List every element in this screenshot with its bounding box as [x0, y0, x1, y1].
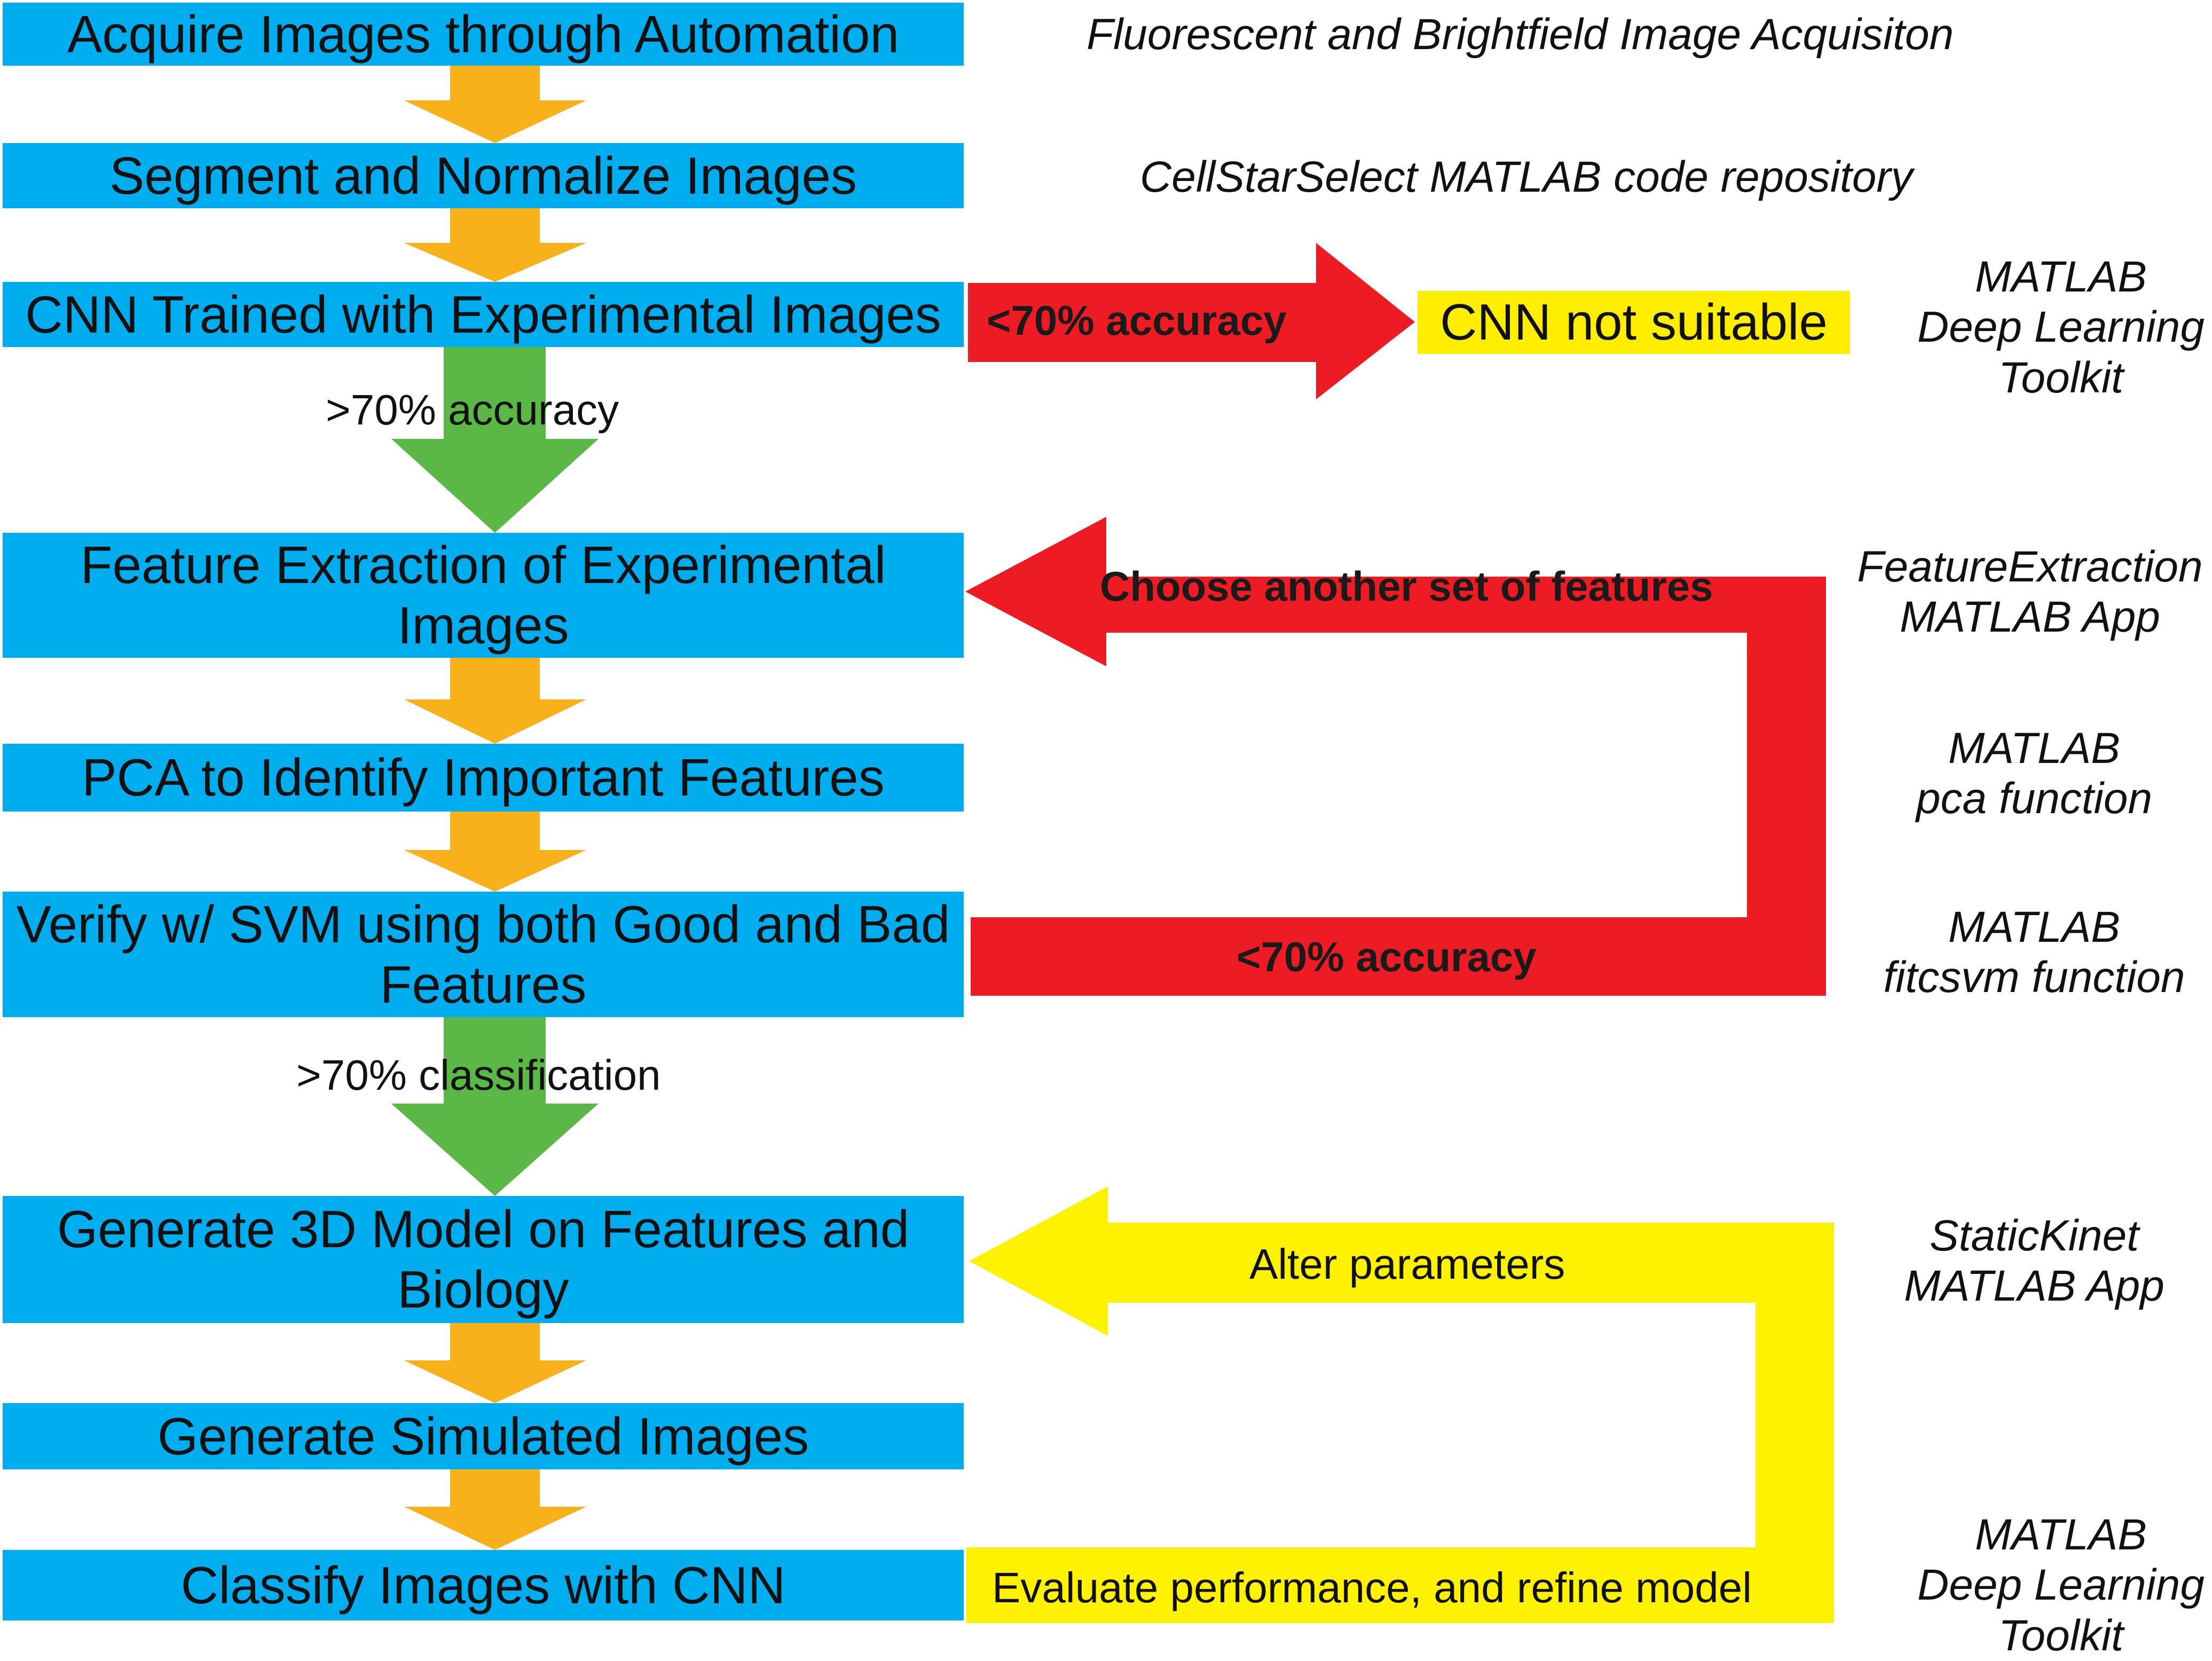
cnn-not-suitable-box: CNN not suitable — [1418, 291, 1850, 354]
cnn-pass-label: >70% accuracy — [326, 386, 619, 434]
step-acquire: Acquire Images through Automation — [3, 3, 964, 66]
tool-line: Toolkit — [1998, 1611, 2123, 1660]
tool-line: Toolkit — [1998, 353, 2123, 402]
step-cnn-train: CNN Trained with Experimental Images — [3, 282, 964, 347]
cnn-fail-label: <70% accuracy — [987, 297, 1287, 344]
cnn-fail-arrow — [968, 243, 1415, 399]
down-arrow — [404, 812, 586, 892]
down-arrow — [404, 63, 586, 143]
step-classify: Classify Images with CNN — [3, 1550, 964, 1620]
tool-line: MATLAB — [1948, 724, 2120, 773]
tool-line: MATLAB App — [1904, 1262, 2164, 1311]
pass-arrow — [391, 347, 599, 533]
tool-line: MATLAB — [1975, 253, 2147, 301]
step-svm-verify: Verify w/ SVM using both Good and Bad Fe… — [3, 892, 964, 1017]
tool-line: Deep Learning — [1917, 303, 2205, 352]
tool-line: Deep Learning — [1917, 1561, 2205, 1610]
svm-pass-label: >70% classification — [296, 1051, 661, 1099]
step-segment: Segment and Normalize Images — [3, 143, 964, 208]
tool-line: MATLAB App — [1900, 593, 2160, 642]
svm-fail-label: <70% accuracy — [1237, 933, 1537, 980]
tool-svm: MATLAB fitcsvm function — [1858, 902, 2210, 1003]
tool-pca: MATLAB pca function — [1869, 723, 2200, 824]
tool-segmentation: CellStarSelect MATLAB code repository — [1140, 153, 1913, 201]
tool-cnn-training: MATLAB Deep Learning Toolkit — [1901, 252, 2212, 403]
evaluate-label: Evaluate performance, and refine model — [992, 1564, 1752, 1611]
down-arrow — [404, 1323, 586, 1403]
step-feature-extraction: Feature Extraction of Experimental Image… — [3, 533, 964, 658]
refine-loop-arrow — [966, 1186, 1834, 1623]
down-arrow — [404, 208, 586, 282]
tool-model: StaticKinet MATLAB App — [1869, 1211, 2200, 1312]
tool-line: MATLAB — [1975, 1510, 2147, 1559]
svm-fail-loop-arrow — [965, 517, 1826, 996]
step-simulated-images: Generate Simulated Images — [3, 1403, 964, 1469]
tool-classify: MATLAB Deep Learning Toolkit — [1901, 1510, 2212, 1661]
model-loop-label: Alter parameters — [1249, 1240, 1565, 1288]
tool-line: fitcsvm function — [1883, 953, 2185, 1002]
step-pca: PCA to Identify Important Features — [3, 744, 964, 812]
step-3d-model: Generate 3D Model on Features and Biolog… — [3, 1196, 964, 1323]
tool-line: FeatureExtraction — [1857, 542, 2203, 591]
tool-line: pca function — [1916, 774, 2153, 823]
tool-line: StaticKinet — [1930, 1211, 2139, 1260]
tool-line: MATLAB — [1948, 903, 2120, 951]
pass-arrow — [391, 1017, 599, 1196]
tool-feature-extraction: FeatureExtraction MATLAB App — [1848, 542, 2211, 643]
down-arrow — [404, 1469, 586, 1550]
svm-loop-label: Choose another set of features — [1100, 563, 1713, 610]
down-arrow — [404, 658, 586, 744]
tool-acquisition: Fluorescent and Brightfield Image Acquis… — [1087, 10, 1954, 59]
